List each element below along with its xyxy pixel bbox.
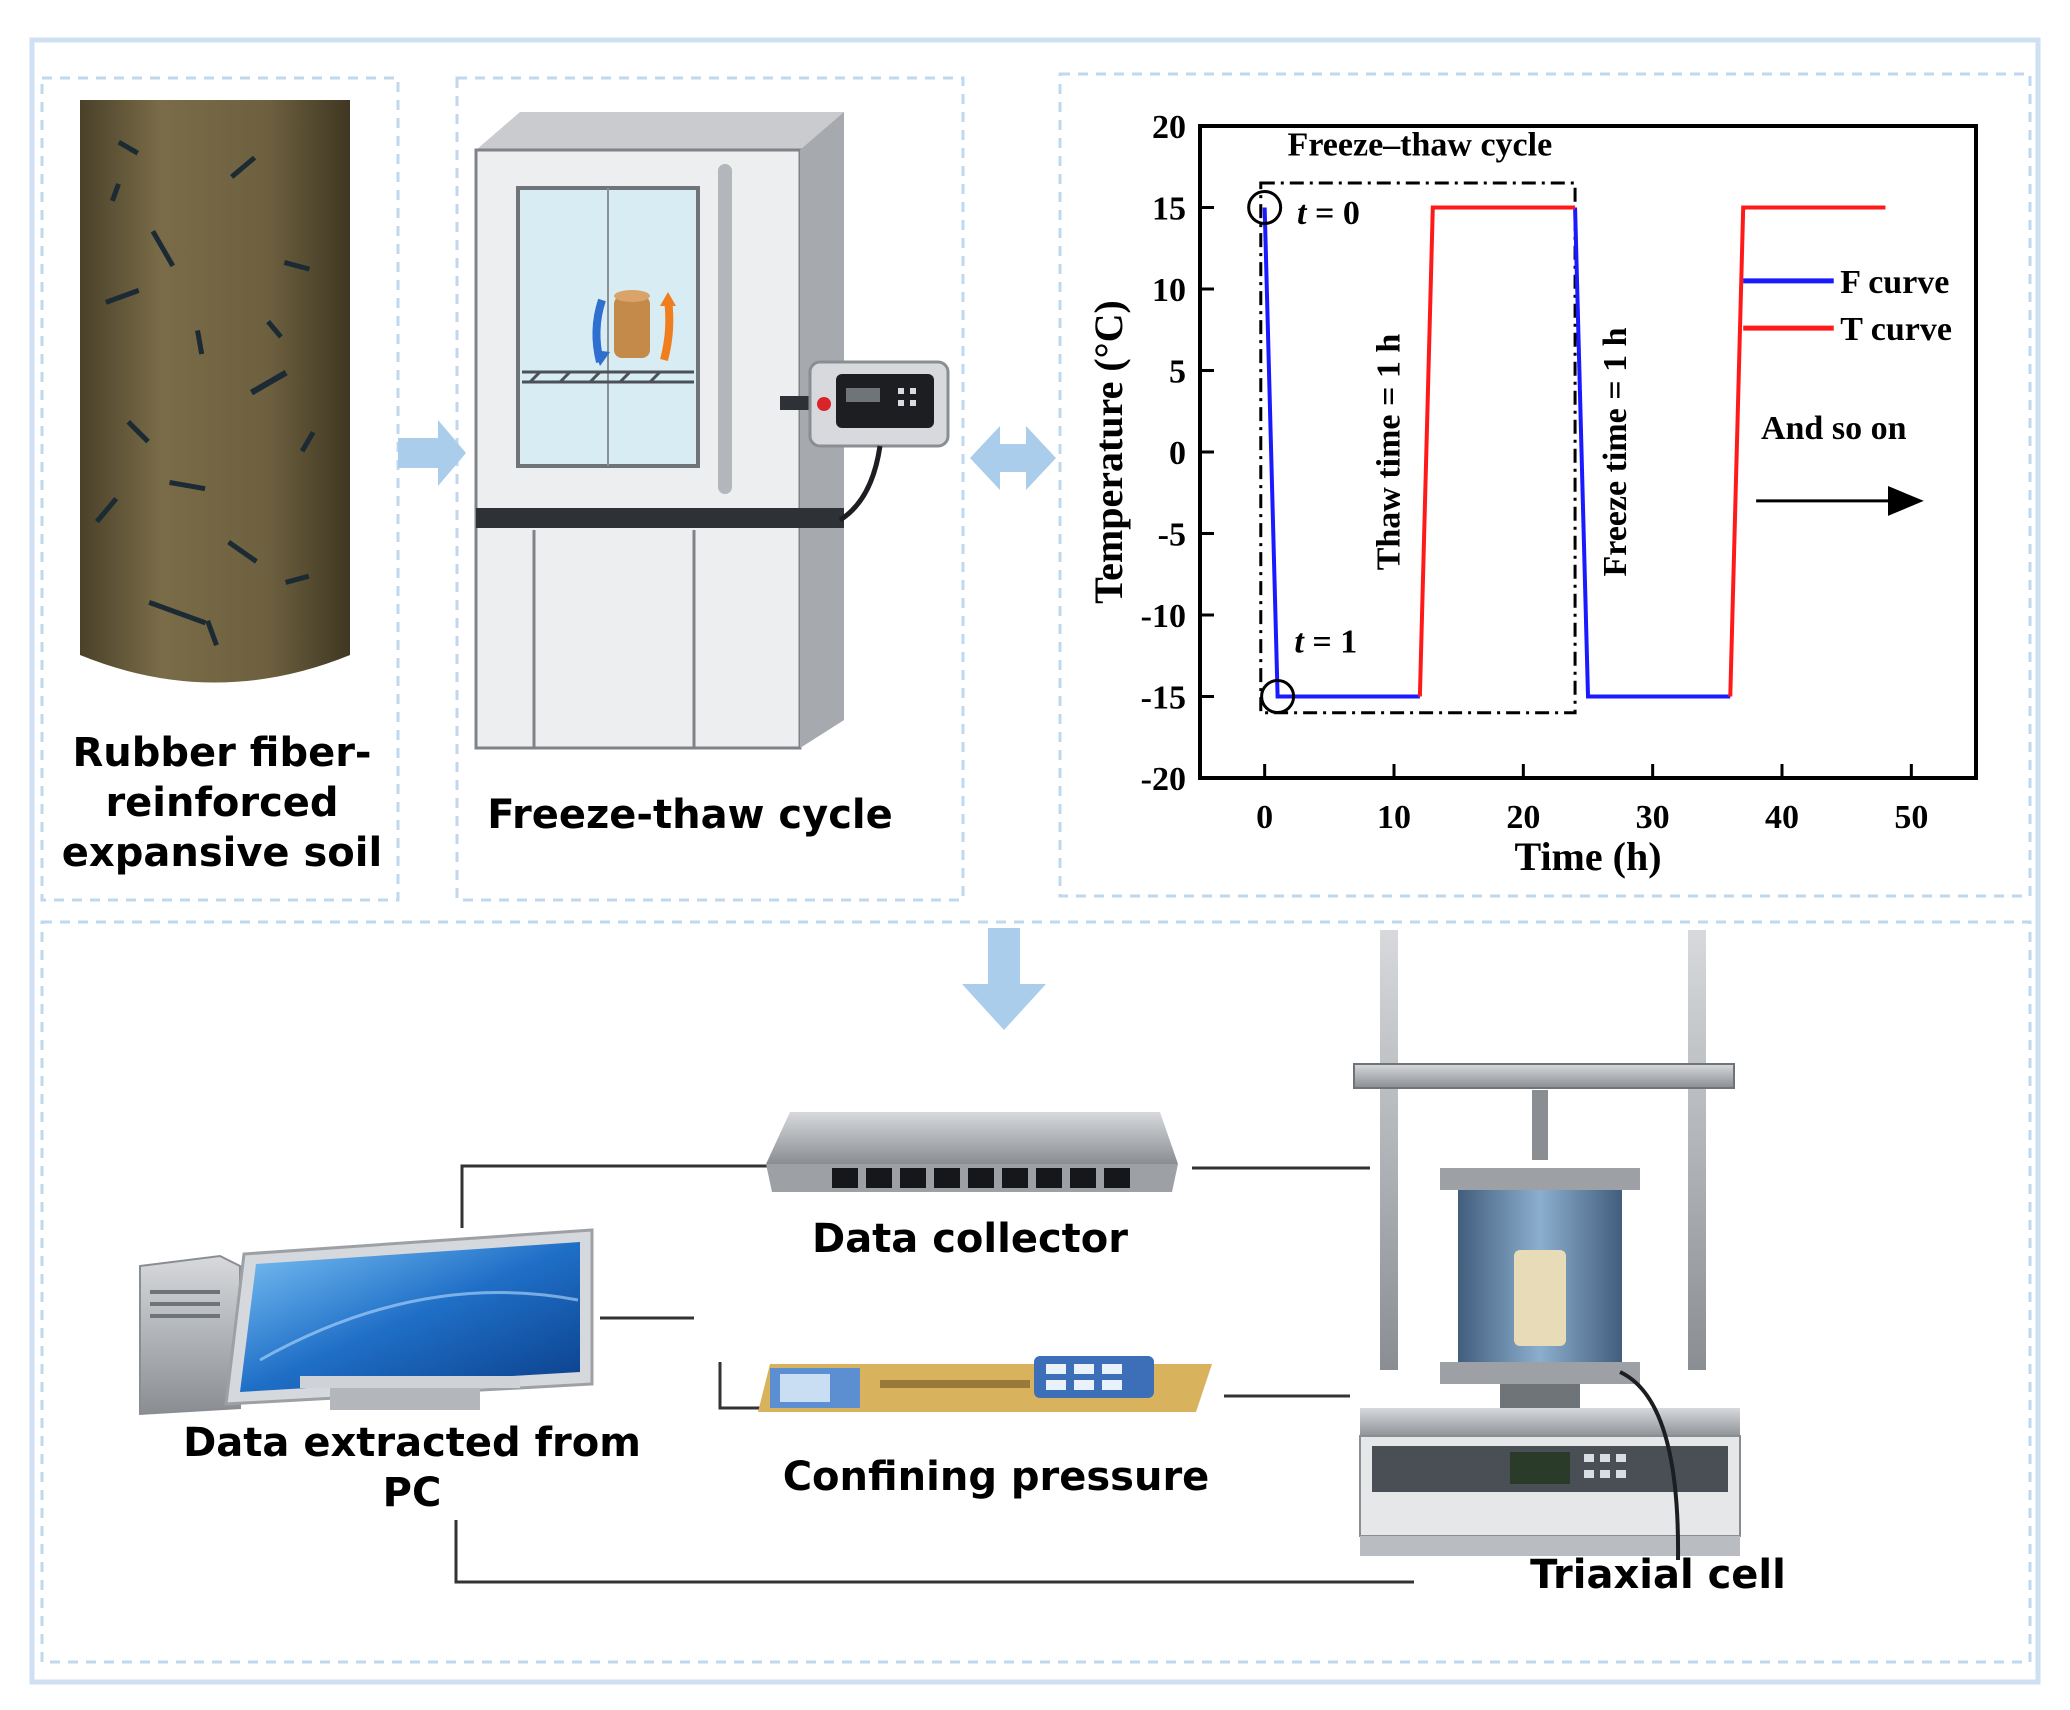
data-collector-label: Data collector [812,1216,1128,1262]
arrow-down-icon [962,928,1046,1030]
freeze-thaw-chamber [474,112,950,750]
x-tick-label: 40 [1765,799,1799,836]
cycle-box [1259,181,1577,715]
panel-chart [1058,72,2032,898]
triaxial-cell-label: Triaxial cell [1530,1552,1786,1598]
confining-pressure-label: Confining pressure [783,1454,1210,1500]
soil-label-line1: Rubber fiber- [72,730,371,776]
soil-sample [80,100,350,683]
panel-soil [40,76,400,902]
chamber-label: Freeze-thaw cycle [487,792,893,838]
series-line-f-curve [1262,207,1420,699]
soil-label-line3: expansive soil [62,830,382,876]
panel-chamber [455,76,965,902]
x-tick-label: 20 [1506,799,1540,836]
pc-label-line1: Data extracted from [183,1420,641,1466]
y-tick-label: 5 [1169,354,1186,391]
pc-icon [139,1228,594,1416]
t0-label: t = 0 [1297,195,1360,232]
y-tick-label: 10 [1152,272,1186,309]
soil-label-line2: reinforced [105,780,338,826]
t0-value: = 0 [1306,195,1359,232]
y-tick-label: -5 [1158,517,1186,554]
t1-marker [1260,679,1296,714]
x-tick-label: 0 [1256,799,1273,836]
legend: F curve T curve [1743,264,1952,348]
y-tick-label: -20 [1141,761,1186,798]
t0-var: t [1297,195,1308,232]
confining-pressure-device [758,1356,1212,1412]
pc-label-line2: PC [383,1470,442,1516]
y-tick-label: 15 [1152,191,1186,228]
y-tick-label: -10 [1141,598,1186,635]
y-tick-label: 0 [1169,435,1186,472]
x-tick-label: 50 [1894,799,1928,836]
t0-marker [1247,190,1283,225]
x-tick-label: 30 [1636,799,1670,836]
double-arrow-icon [970,426,1056,490]
triaxial-cell-device [1353,930,1741,1561]
t1-label: t = 1 [1294,623,1357,660]
y-tick-label: 20 [1152,109,1186,146]
legend-label: T curve [1840,311,1952,348]
y-axis-label: Temperature (°C) [1086,300,1131,604]
thaw-time-label: Thaw time = 1 h [1371,334,1408,571]
series-line-t-curve [1728,205,1886,697]
t1-var: t [1294,623,1305,660]
arrow-right-icon [398,420,466,486]
y-tick-label: -15 [1141,680,1186,717]
series-line-f-curve [1573,207,1731,699]
outer-frame [29,37,2041,1685]
legend-label: F curve [1840,264,1949,301]
x-axis-label: Time (h) [1514,834,1661,879]
t1-value: = 1 [1304,623,1357,660]
series-line-t-curve [1417,205,1576,697]
freeze-time-label: Freeze time = 1 h [1597,327,1634,576]
cycle-box-title: Freeze–thaw cycle [1288,126,1553,163]
and-so-on-label: And so on [1761,410,1907,447]
x-tick-label: 10 [1377,799,1411,836]
connection-lines [454,1164,1414,1584]
panel-apparatus [40,920,2032,1664]
data-collector-device [766,1112,1178,1192]
